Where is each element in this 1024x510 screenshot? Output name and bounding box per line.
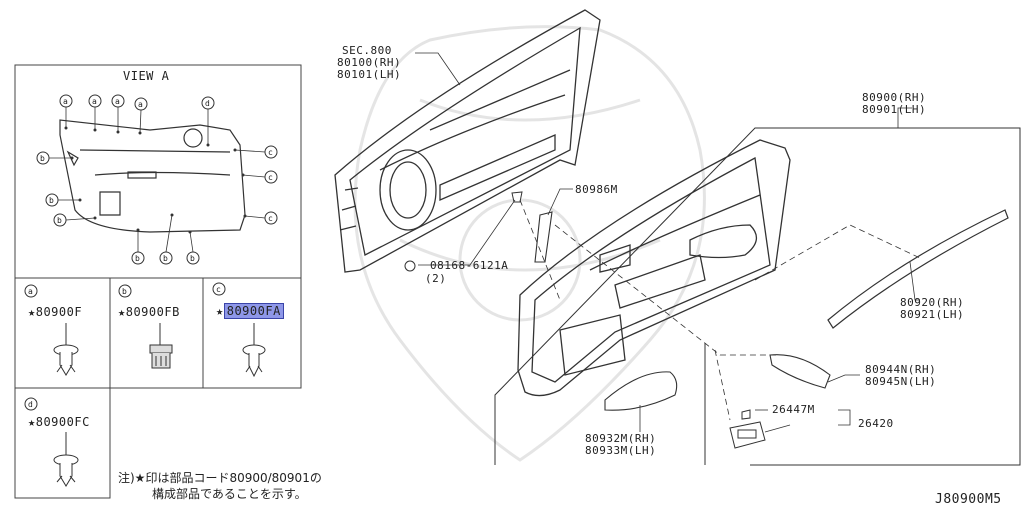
sec-title-label: SEC.800: [342, 44, 392, 57]
callout-c-2: c: [268, 173, 274, 182]
trim-frame: [494, 127, 1021, 466]
note-line-1: 注)★印は部品コード80900/80901の: [118, 471, 322, 485]
callout-c-3: c: [268, 214, 274, 223]
sec-lh-label: 80101(LH): [337, 68, 402, 81]
sec-rh-label: 80100(RH): [337, 56, 402, 69]
part-80900fa-highlight[interactable]: 80900FA: [223, 303, 284, 319]
clip-b-icon: [149, 344, 173, 369]
note-line-2: 構成部品であることを示す。: [152, 487, 307, 501]
leader-lines: [415, 52, 920, 433]
trim-rh-label: 80900(RH): [862, 91, 927, 104]
molding-strip: [827, 209, 1009, 329]
cover-rh-label: 80944N(RH): [865, 363, 937, 376]
view-a-frame: [14, 64, 302, 279]
clip-a-icon: [53, 344, 79, 376]
callout-b-3: b: [57, 216, 63, 225]
cell-d-frame: [14, 387, 111, 499]
part-80900fc-label: ★80900FC: [28, 415, 90, 429]
pocket-pad: [604, 371, 678, 411]
cell-c-frame: [202, 277, 302, 389]
cell-c-letter: c: [216, 285, 222, 294]
screw-label: 08168-6121A: [430, 259, 509, 272]
part-80900fa-label: ★80900FA: [216, 303, 284, 319]
pad-rh-label: 80932M(RH): [585, 432, 657, 445]
cell-b-letter: b: [122, 287, 128, 296]
callout-c-1: c: [268, 148, 274, 157]
callout-b-4: b: [135, 254, 141, 263]
callout-a-4: a: [138, 100, 144, 109]
callout-a-1: a: [63, 97, 69, 106]
callout-b-1: b: [40, 154, 46, 163]
view-a-title: VIEW A: [123, 69, 170, 83]
door-shell: [334, 9, 601, 273]
callout-b-6: b: [190, 254, 196, 263]
bulb-label: 26447M: [772, 403, 815, 416]
view-a-panel: [59, 119, 246, 233]
clip-c-icon: [242, 344, 266, 378]
door-trim-panel: [517, 139, 791, 397]
part-80900fa-star: ★: [216, 304, 224, 318]
part-80900fb-label: ★80900FB: [118, 305, 180, 319]
cover-lh-label: 80945N(LH): [865, 375, 937, 388]
bracket-label: 80986M: [575, 183, 618, 196]
strip-lh-label: 80921(LH): [900, 308, 965, 321]
diagram-id: J80900M5: [935, 492, 1002, 507]
screw-qty-label: (2): [425, 272, 447, 285]
clip-d-icon: [53, 454, 79, 487]
trim-lh-label: 80901(LH): [862, 103, 927, 116]
callout-d-1: d: [205, 99, 211, 108]
watermark-logo: [353, 25, 706, 462]
cell-d-letter: d: [28, 400, 34, 409]
screw: [511, 191, 523, 203]
callout-b-5: b: [163, 254, 169, 263]
callout-b-2: b: [49, 196, 55, 205]
pad-lh-label: 80933M(LH): [585, 444, 657, 457]
cell-a-letter: a: [28, 287, 34, 296]
strip-rh-label: 80920(RH): [900, 296, 965, 309]
lamp-assembly: [729, 409, 766, 449]
lamp-label: 26420: [858, 417, 894, 430]
bracket: [534, 211, 553, 263]
switch-cover: [769, 354, 831, 389]
part-80900f-label: ★80900F: [28, 305, 83, 319]
callout-a-3: a: [115, 97, 121, 106]
callout-a-2: a: [92, 97, 98, 106]
